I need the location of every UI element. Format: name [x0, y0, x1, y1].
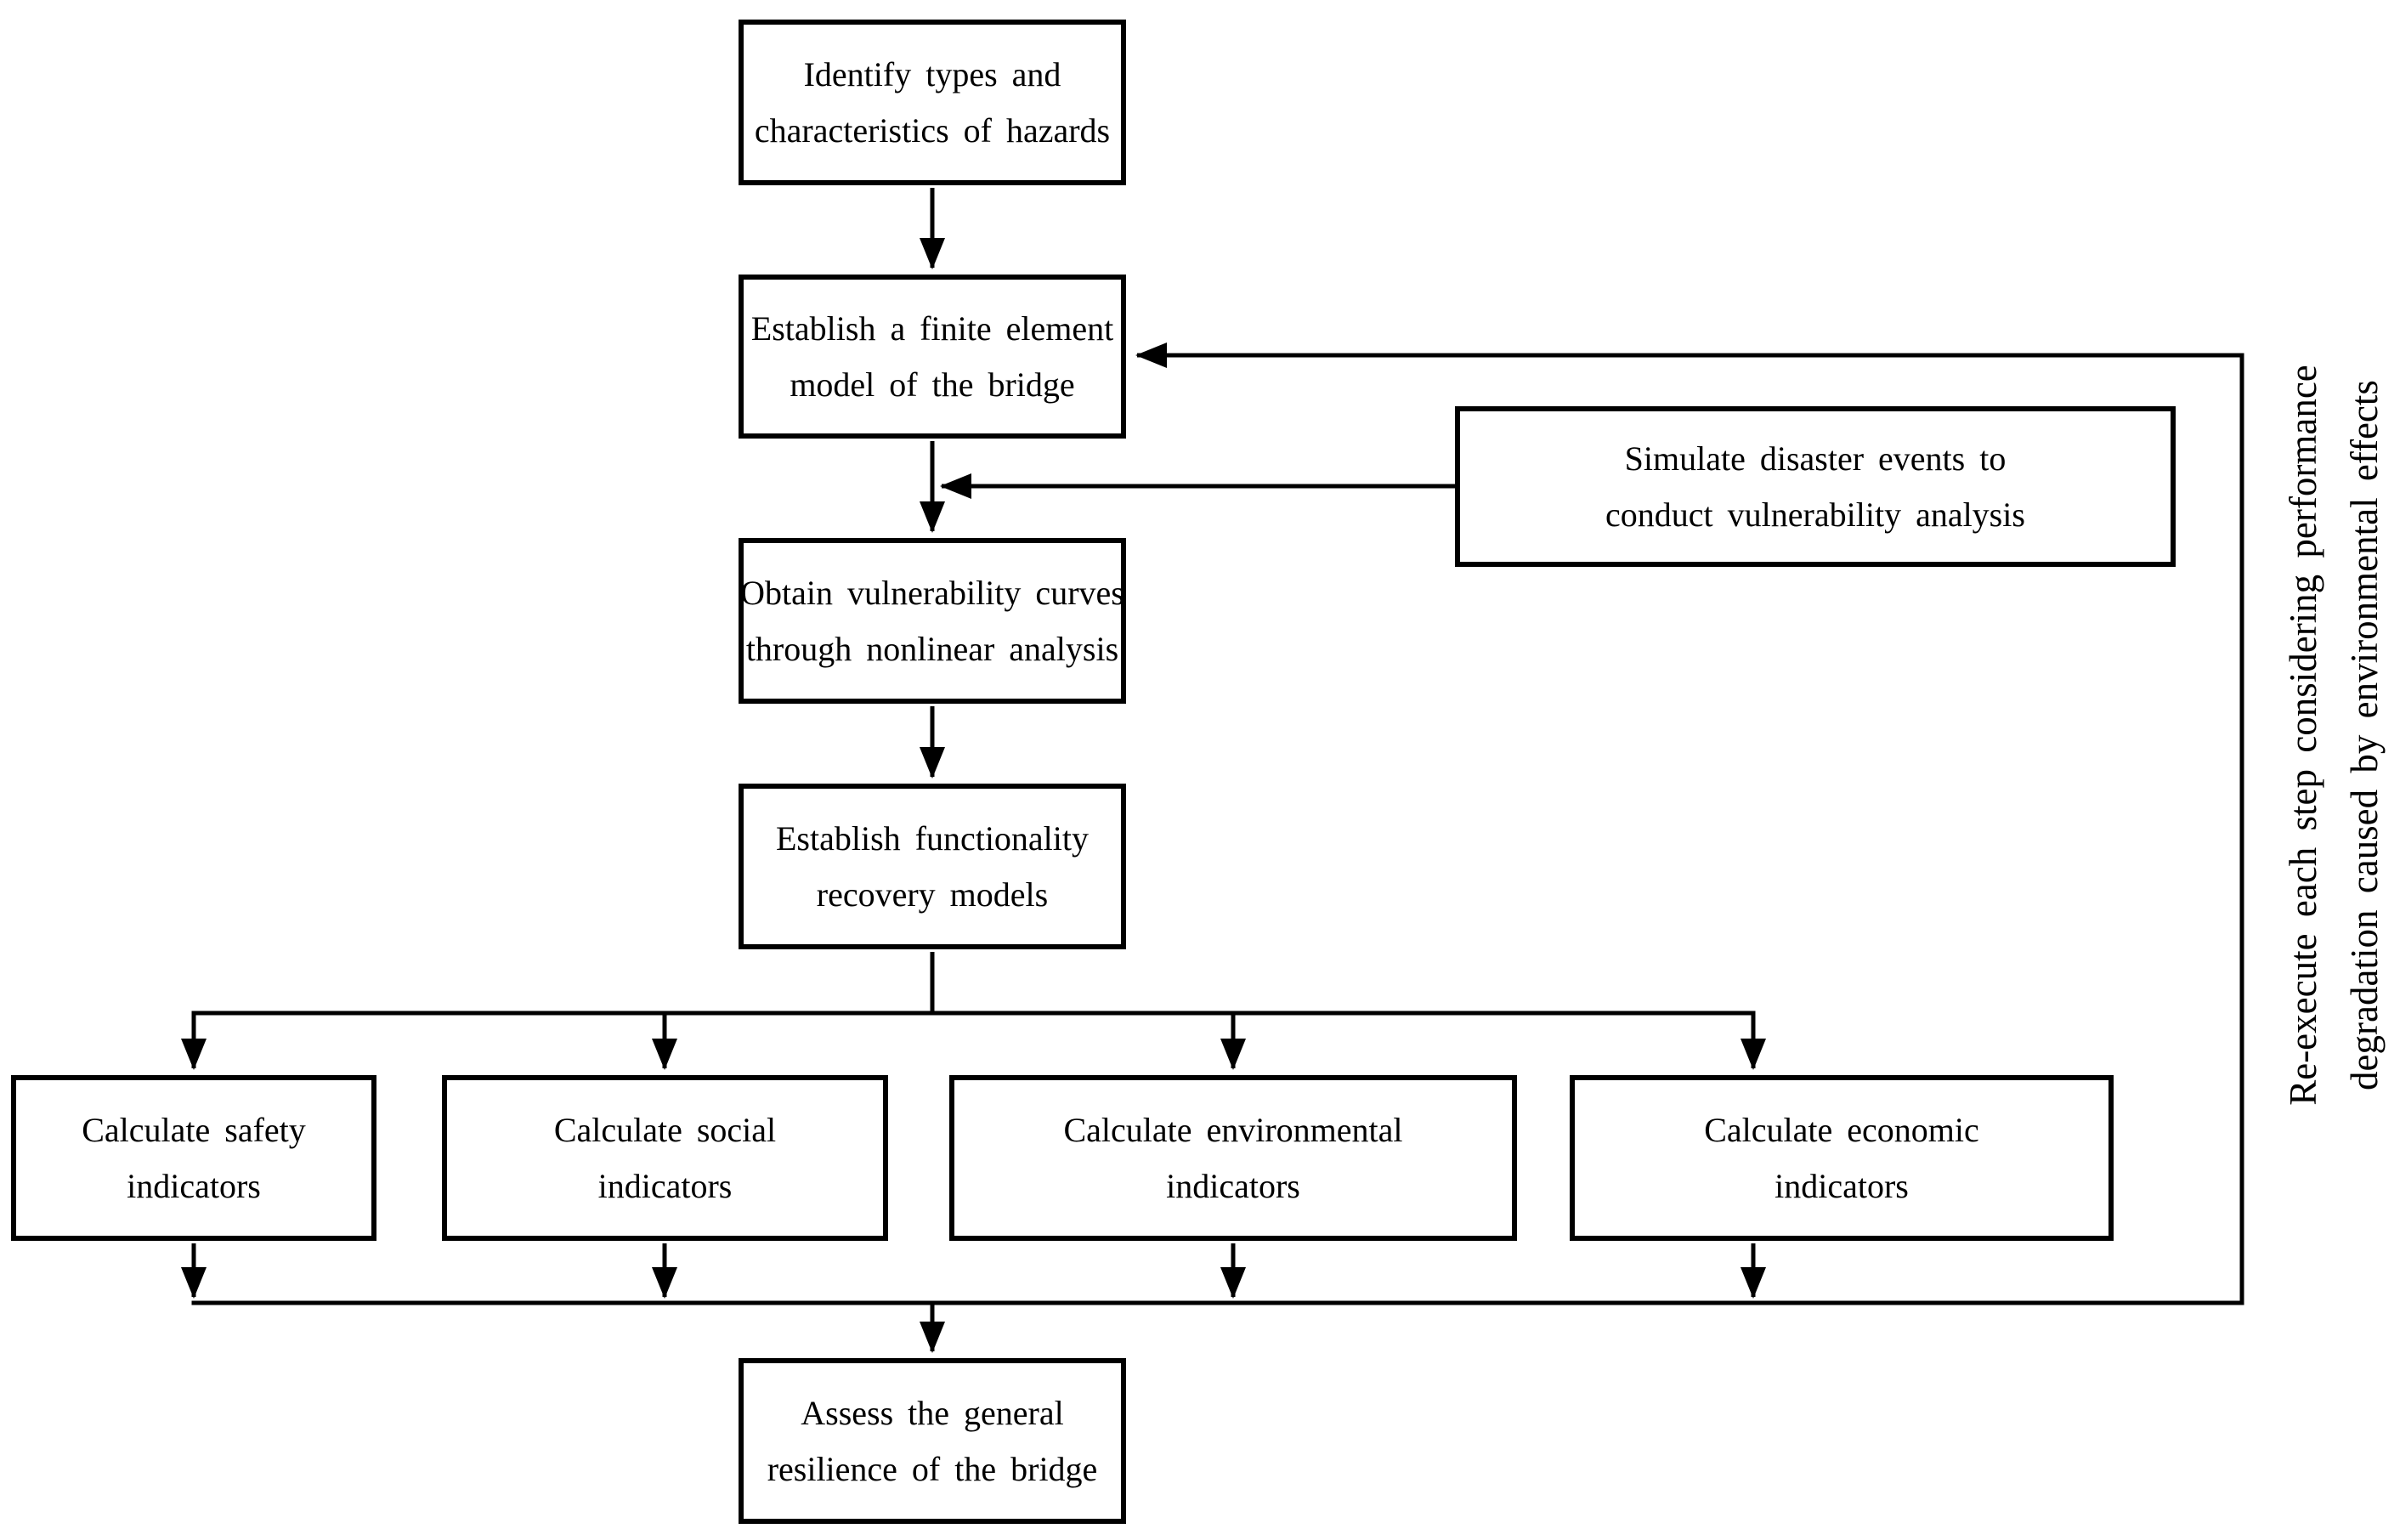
flow-node-identify-hazards: Identify types and characteristics of ha… [739, 20, 1126, 185]
feedback-loop-caption: Re-execute each step considering perform… [2270, 310, 2397, 1160]
node-text-line: indicators [1775, 1166, 1909, 1205]
node-text-line: indicators [597, 1166, 733, 1205]
flow-node-assess-resilience: Assess the general resilience of the bri… [739, 1358, 1126, 1524]
flow-node-functionality-recovery: Establish functionality recovery models [739, 784, 1126, 949]
node-text-line: characteristics of hazards [754, 110, 1111, 150]
node-text-line: Obtain vulnerability curves [740, 573, 1124, 612]
flow-node-safety-indicators: Calculate safety indicators [11, 1075, 376, 1241]
flow-node-environmental-indicators: Calculate environmental indicators [949, 1075, 1517, 1241]
feedback-caption-line: degradation caused by environmental effe… [2343, 380, 2386, 1090]
node-text-line: conduct vulnerability analysis [1605, 495, 2025, 534]
node-text-line: indicators [127, 1166, 261, 1205]
flow-node-economic-indicators: Calculate economic indicators [1570, 1075, 2114, 1241]
node-text-line: Calculate economic [1704, 1110, 1979, 1149]
node-text-line: Calculate environmental [1063, 1110, 1403, 1149]
flow-node-social-indicators: Calculate social indicators [442, 1075, 888, 1241]
node-text-line: recovery models [816, 875, 1049, 914]
node-text-line: Simulate disaster events to [1624, 439, 2007, 478]
node-text-line: Identify types and [803, 54, 1061, 93]
node-text-line: Calculate social [553, 1110, 777, 1149]
node-text-line: resilience of the bridge [767, 1449, 1098, 1488]
flow-node-finite-element-model: Establish a finite element model of the … [739, 275, 1126, 439]
feedback-caption-line: Re-execute each step considering perform… [2282, 365, 2324, 1106]
node-text-line: Establish a finite element [750, 309, 1114, 348]
node-text-line: Assess the general [801, 1393, 1064, 1432]
node-text-line: through nonlinear analysis [745, 629, 1119, 668]
node-text-line: indicators [1166, 1166, 1300, 1205]
node-text-line: Establish functionality [775, 818, 1090, 858]
flow-node-simulate-disaster-events: Simulate disaster events to conduct vuln… [1455, 406, 2176, 567]
node-text-line: model of the bridge [790, 365, 1075, 404]
node-text-line: Calculate safety [82, 1110, 306, 1149]
flow-node-vulnerability-curves: Obtain vulnerability curves through nonl… [739, 538, 1126, 704]
